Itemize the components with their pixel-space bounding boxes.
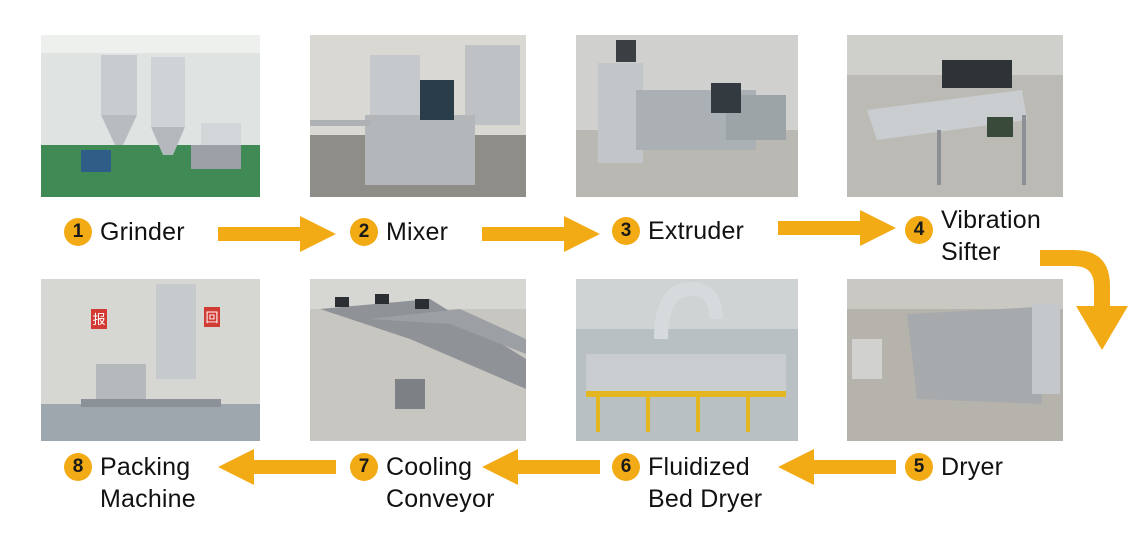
step-name-line-1: Packing <box>100 453 191 481</box>
arrow-left-icon <box>482 449 600 485</box>
fluidized-bed-dryer-photo <box>576 279 798 441</box>
grinder-photo <box>41 35 260 197</box>
packing-machine-photo: 报 回 <box>41 279 260 441</box>
arrow-right-icon <box>218 216 336 252</box>
step-8-label: 8 Packing Machine <box>64 451 196 515</box>
vibration-sifter-photo <box>847 35 1063 197</box>
arrow-left-icon <box>778 449 896 485</box>
step-name: Vibration Sifter <box>941 204 1041 268</box>
step-name: Grinder <box>100 218 185 246</box>
step-6-label: 6 Fluidized Bed Dryer <box>612 451 762 515</box>
extruder-photo <box>576 35 798 197</box>
step-number-badge: 3 <box>612 217 640 245</box>
step-name-line-2: Conveyor <box>386 485 495 513</box>
step-name: Dryer <box>941 453 1004 481</box>
step-2-label: 2 Mixer <box>350 216 448 248</box>
sign-right: 回 <box>205 310 218 325</box>
step-name-line-1: Vibration <box>941 206 1042 234</box>
step-name: Extruder <box>648 217 745 245</box>
sign-left: 报 <box>92 312 105 327</box>
step-4-label: 4 Vibration Sifter <box>905 204 1041 268</box>
step-name-line-2: Bed Dryer <box>648 485 763 513</box>
step-1-label: 1 Grinder <box>64 216 185 248</box>
mixer-photo <box>310 35 526 197</box>
step-number-badge: 2 <box>350 218 378 246</box>
step-name: Mixer <box>386 218 449 246</box>
step-name: Cooling Conveyor <box>386 451 495 515</box>
step-name-line-1: Fluidized <box>648 453 750 481</box>
arrow-right-icon <box>778 210 896 246</box>
step-name-line-2: Sifter <box>941 238 1001 266</box>
step-number-badge: 4 <box>905 216 933 244</box>
dryer-photo <box>847 279 1063 441</box>
step-number-badge: 1 <box>64 218 92 246</box>
step-number-badge: 6 <box>612 453 640 481</box>
step-3-label: 3 Extruder <box>612 215 744 247</box>
step-7-label: 7 Cooling Conveyor <box>350 451 495 515</box>
arrow-left-icon <box>218 449 336 485</box>
step-number-badge: 8 <box>64 453 92 481</box>
cooling-conveyor-photo <box>310 279 526 441</box>
step-name: Packing Machine <box>100 451 196 515</box>
step-5-label: 5 Dryer <box>905 451 1003 483</box>
step-name: Fluidized Bed Dryer <box>648 451 762 515</box>
arrow-right-icon <box>482 216 600 252</box>
step-number-badge: 5 <box>905 453 933 481</box>
arrow-curved-down-icon <box>1040 250 1128 350</box>
step-name-line-1: Cooling <box>386 453 473 481</box>
step-number-badge: 7 <box>350 453 378 481</box>
step-name-line-2: Machine <box>100 485 196 513</box>
